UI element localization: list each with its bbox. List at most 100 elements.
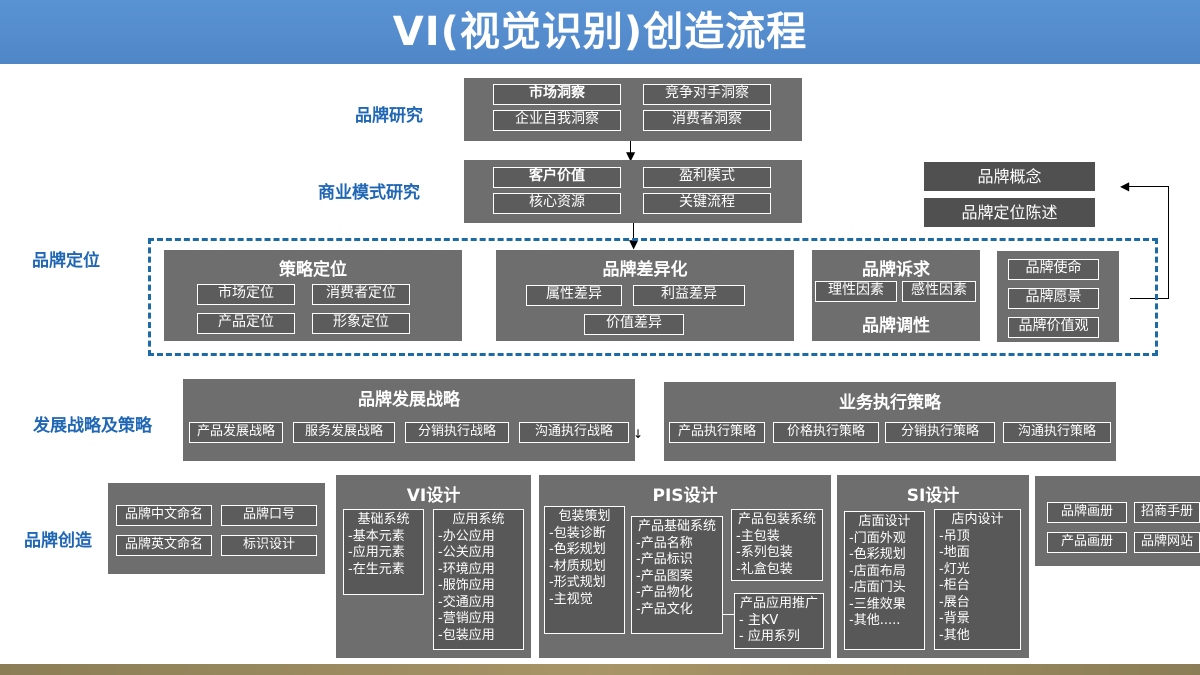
column-line: 店内设计 — [951, 512, 1004, 527]
strategy-position-item: 市场定位 — [197, 284, 295, 305]
model-item: 盈利模式 — [643, 167, 771, 188]
column-line: -店面布局 — [849, 563, 906, 579]
bottom-bar — [0, 664, 1200, 675]
execution-item: 产品执行策略 — [669, 422, 765, 443]
column-line: -展台 — [939, 594, 970, 610]
strategy-position-item: 消费者定位 — [312, 284, 410, 305]
column-line: -店面门头 — [849, 580, 906, 595]
column-line: -材质规划 — [549, 558, 606, 574]
brochure-item: 招商手册 — [1134, 502, 1200, 523]
appeal-item: 理性因素 — [815, 281, 897, 302]
arrow-down-icon: ▼ — [629, 237, 639, 251]
si-design-title: SI设计 — [906, 486, 960, 506]
pis-design-title: PIS设计 — [652, 486, 718, 506]
column-line: -色彩规划 — [849, 547, 906, 562]
strategy-position-item: 形象定位 — [312, 313, 410, 334]
strategy-position-item: 产品定位 — [197, 313, 295, 334]
row-label-position: 品牌定位 — [32, 251, 100, 271]
column-line: -办公应用 — [438, 528, 495, 544]
naming-item: 标识设计 — [221, 535, 317, 556]
execution-item: 沟通执行策略 — [1003, 422, 1111, 443]
column-line: -包装诊断 — [549, 525, 606, 541]
research-item: 企业自我洞察 — [493, 110, 621, 131]
column-line: -产品图案 — [636, 568, 693, 584]
column-line: - 主KV — [739, 612, 779, 628]
naming-item: 品牌中文命名 — [116, 505, 212, 526]
column-line: -系列包装 — [736, 545, 793, 560]
column-line: 产品包装系统 — [737, 512, 816, 527]
row-label-model: 商业模式研究 — [318, 183, 420, 203]
appeal-title: 品牌诉求 — [862, 260, 930, 280]
column-line: 应用系统 — [452, 512, 505, 527]
column-line: -应用元素 — [348, 545, 405, 560]
column-line: -色彩规划 — [549, 542, 606, 557]
pis-packaging-plan: 包装策划-包装诊断-色彩规划-材质规划-形式规划-主视觉 — [544, 506, 625, 634]
development-title: 品牌发展战略 — [358, 390, 460, 410]
title-banner — [0, 0, 1200, 64]
column-line: -主包装 — [736, 528, 780, 544]
column-line: -灯光 — [939, 561, 970, 577]
column-line: -礼盒包装 — [736, 561, 793, 577]
column-line: 店面设计 — [858, 514, 911, 529]
pis-packaging-system: 产品包装系统-主包装-系列包装-礼盒包装 — [731, 509, 823, 581]
arrow-down-icon: ↓ — [633, 427, 644, 441]
column-line: -包装应用 — [438, 627, 495, 643]
feedback-line — [1130, 298, 1169, 299]
appeal-item: 感性因素 — [902, 281, 976, 302]
column-line: -吊顶 — [939, 528, 970, 544]
brand-tone-label: 品牌调性 — [862, 316, 930, 336]
execution-item: 价格执行策略 — [773, 422, 879, 443]
research-item: 市场洞察 — [493, 84, 621, 105]
row-label-create: 品牌创造 — [24, 531, 92, 551]
brand-concept: 品牌概念 — [924, 162, 1095, 191]
row-label-research: 品牌研究 — [355, 106, 423, 126]
mission-item: 品牌使命 — [1008, 259, 1099, 280]
pis-product-promotion: 产品应用推广- 主KV- 应用系列 — [734, 593, 824, 649]
research-item: 消费者洞察 — [643, 110, 771, 131]
development-item: 沟通执行战略 — [519, 422, 629, 443]
column-line: -产品文化 — [636, 601, 693, 617]
arrow-line — [633, 223, 634, 243]
execution-title: 业务执行策略 — [839, 393, 941, 413]
brochure-item: 产品画册 — [1047, 532, 1127, 553]
column-line: 包装策划 — [558, 509, 611, 524]
column-line: 产品应用推广 — [739, 596, 818, 611]
si-store-design: 店面设计-门面外观-色彩规划-店面布局-店面门头-三维效果-其他..... — [844, 511, 925, 650]
column-line: -形式规划 — [549, 575, 606, 590]
column-line: -产品物化 — [636, 585, 693, 600]
column-line: -营销应用 — [438, 611, 495, 626]
column-line: -服饰应用 — [438, 578, 495, 593]
naming-item: 品牌英文命名 — [116, 535, 212, 556]
arrow-left-icon: ◀ — [1120, 179, 1130, 193]
naming-panel — [108, 483, 325, 574]
column-line: -主视觉 — [549, 591, 593, 607]
feedback-line — [1128, 186, 1169, 187]
brand-position-statement: 品牌定位陈述 — [924, 198, 1095, 227]
column-line: -柜台 — [939, 578, 970, 593]
column-line: -产品名称 — [636, 535, 693, 551]
column-line: -在生元素 — [348, 561, 405, 577]
column-line: -门面外观 — [849, 530, 906, 546]
column-line: - 应用系列 — [739, 629, 800, 644]
development-item: 产品发展战略 — [189, 422, 283, 443]
column-line: 基础系统 — [357, 512, 410, 527]
column-line: -地面 — [939, 545, 970, 560]
si-interior-design: 店内设计-吊顶-地面-灯光-柜台-展台-背景-其他 — [934, 509, 1021, 650]
column-line: -其他..... — [849, 613, 901, 628]
research-item: 竞争对手洞察 — [643, 84, 771, 105]
column-line: -背景 — [939, 611, 970, 626]
row-label-strategy: 发展战略及策略 — [33, 416, 152, 436]
positioning-dashed-frame — [148, 238, 1158, 356]
column-line: -其他 — [939, 627, 970, 643]
mission-item: 品牌价值观 — [1008, 317, 1099, 338]
naming-item: 品牌口号 — [221, 505, 317, 526]
differentiation-title: 品牌差异化 — [602, 260, 688, 280]
vi-design-title: VI设计 — [406, 486, 461, 506]
differentiation-item: 利益差异 — [633, 285, 745, 306]
column-line: -基本元素 — [348, 528, 405, 544]
brochure-item: 品牌网站 — [1134, 532, 1200, 553]
brochure-item: 品牌画册 — [1047, 502, 1127, 523]
page-title: VI(视觉识别)创造流程 — [392, 9, 808, 55]
model-item: 关键流程 — [643, 193, 771, 214]
arrow-line — [630, 141, 631, 155]
